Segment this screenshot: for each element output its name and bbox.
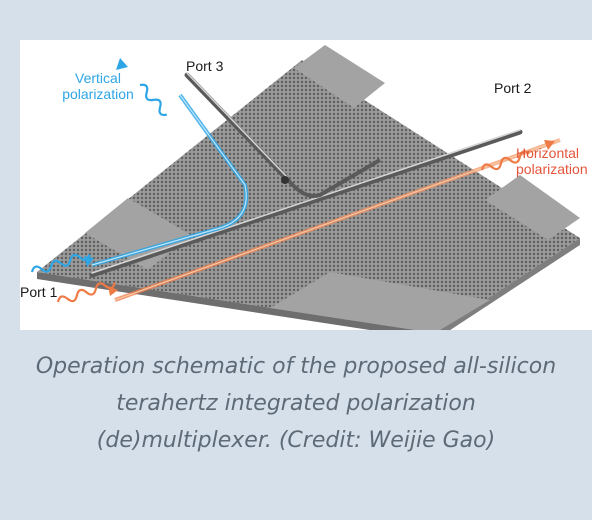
vertical-output-wave bbox=[139, 83, 167, 117]
port3-label: Port 3 bbox=[186, 58, 224, 74]
device-illustration bbox=[30, 45, 580, 330]
vertical-waveguide bbox=[184, 72, 291, 183]
horizontal-output-wave bbox=[480, 150, 530, 171]
port2-label: Port 2 bbox=[494, 80, 532, 96]
horizontal-waveguide bbox=[89, 129, 523, 278]
solid-region-right bbox=[485, 175, 580, 240]
bend-waveguide bbox=[286, 158, 382, 198]
vertical-polarization-label: Vertical polarization bbox=[62, 70, 134, 102]
horizontal-input-wave bbox=[56, 282, 116, 303]
schematic-figure: Vertical polarization Port 3 Port 2 Hori… bbox=[20, 40, 592, 330]
vertical-input-wave bbox=[30, 253, 91, 273]
solid-region-bottom bbox=[270, 272, 490, 330]
horizontal-polarization-label: Horizontal polarization bbox=[516, 145, 588, 177]
port1-label: Port 1 bbox=[20, 284, 58, 300]
solid-region-top bbox=[294, 45, 385, 108]
figure-caption: Operation schematic of the proposed all-… bbox=[35, 354, 557, 453]
